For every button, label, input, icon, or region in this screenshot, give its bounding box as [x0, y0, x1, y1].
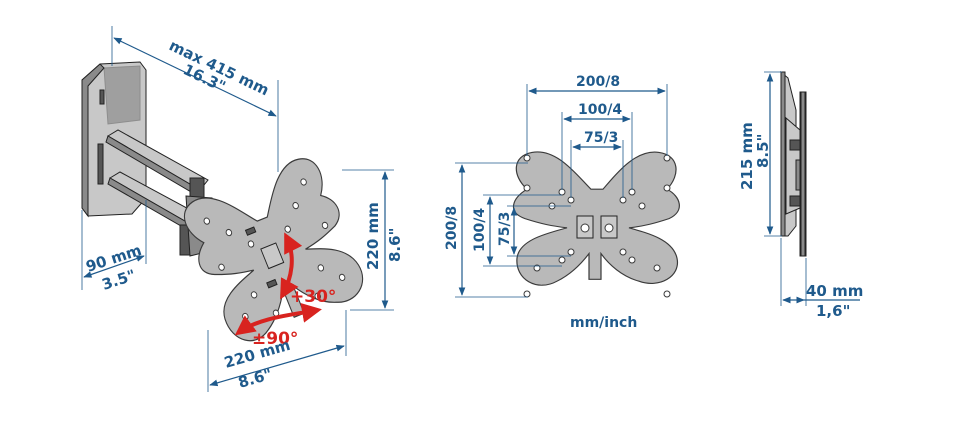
vesa-75-horizontal: 75/3 — [570, 130, 624, 198]
vesa-75-v-label: 75/3 — [497, 212, 513, 246]
side-depth-in-label: 1,6" — [816, 302, 850, 320]
side-height-in-label: 8.5" — [754, 134, 772, 168]
side-height-dimension: 215 mm 8.5" — [738, 71, 782, 237]
vesa-100-vertical: 100/4 — [472, 194, 562, 267]
side-depth-dimension: 40 mm 1,6" — [780, 238, 863, 320]
front-plate — [512, 151, 680, 298]
tilt-arrow — [280, 232, 303, 300]
depth-mm-label: 90 mm — [84, 241, 144, 276]
side-view: 215 mm 8.5" 40 mm 1,6" — [738, 70, 863, 320]
vesa-200-horizontal: 200/8 — [526, 74, 668, 156]
vesa-75-vertical: 75/3 — [497, 205, 571, 257]
perspective-view: +30° ±90° max 415 mm 16.3" 90 mm 3.5" 22… — [81, 26, 404, 392]
side-height-mm-label: 215 mm — [738, 122, 756, 190]
plate-height-mm-label: 220 mm — [364, 202, 382, 270]
swivel-label: ±90° — [252, 329, 298, 349]
vesa-100-label: 100/4 — [578, 102, 622, 118]
side-depth-mm-label: 40 mm — [806, 282, 863, 300]
vesa-200-vertical: 200/8 — [444, 162, 528, 298]
plate-width-in-label: 8.6" — [236, 365, 274, 392]
vesa-200-label: 200/8 — [576, 74, 620, 90]
perspective-plate — [176, 151, 373, 350]
tilt-label: +30° — [290, 287, 336, 307]
plate-height-dimension: 220 mm 8.6" — [342, 169, 404, 311]
units-label: mm/inch — [570, 315, 637, 331]
vesa-100-horizontal: 100/4 — [561, 102, 633, 190]
swivel-arrow — [234, 302, 322, 336]
front-view: 200/8 100/4 75/3 200/8 100/4 — [444, 74, 680, 331]
vesa-75-label: 75/3 — [584, 130, 618, 146]
vesa-100-v-label: 100/4 — [472, 208, 488, 252]
plate-height-in-label: 8.6" — [386, 228, 404, 262]
vesa-200-v-label: 200/8 — [444, 206, 460, 250]
